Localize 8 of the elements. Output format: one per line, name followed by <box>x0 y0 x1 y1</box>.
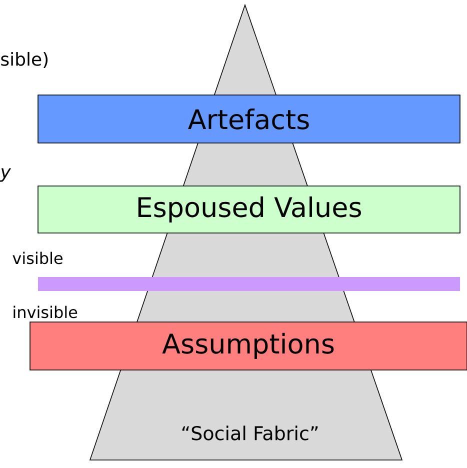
side-label: invisible <box>14 306 78 318</box>
layer-box: Artefacts <box>38 94 460 144</box>
divider-bar <box>38 277 460 291</box>
layer-box: Espoused Values <box>38 186 460 234</box>
layer-box: Assumptions <box>30 322 467 370</box>
side-label: sible) <box>1 52 48 68</box>
side-label: visible <box>12 252 62 264</box>
side-label: y <box>0 168 12 182</box>
